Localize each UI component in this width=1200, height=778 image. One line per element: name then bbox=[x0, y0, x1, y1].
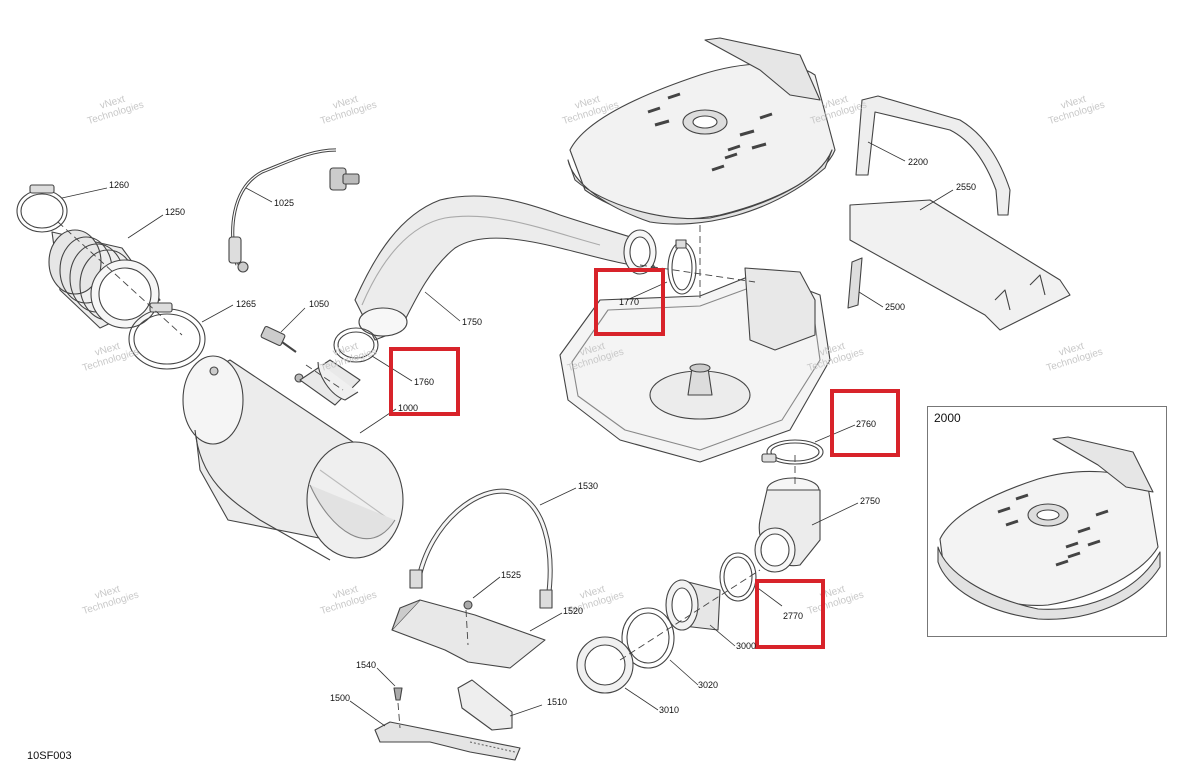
clamp-1265 bbox=[128, 302, 206, 370]
callout-2770: 2770 bbox=[783, 611, 804, 621]
inset-label: 2000 bbox=[934, 411, 961, 425]
callout-1760: 1760 bbox=[414, 377, 435, 387]
highlight-box-2760 bbox=[830, 389, 900, 457]
nozzle-3000 bbox=[665, 579, 721, 631]
shield-2550 bbox=[849, 199, 1071, 331]
callout-2500: 2500 bbox=[885, 302, 906, 312]
callout-1260: 1260 bbox=[109, 180, 130, 190]
callout-1250: 1250 bbox=[165, 207, 186, 217]
highlight-box-1760 bbox=[389, 347, 460, 416]
clamp-2760 bbox=[761, 439, 824, 465]
fastener-1525 bbox=[463, 600, 473, 610]
screw-1540 bbox=[393, 687, 403, 701]
strap-2200 bbox=[855, 95, 1011, 216]
bracket-2500 bbox=[847, 257, 863, 309]
inset-airbox-drawing bbox=[937, 436, 1161, 620]
ring-3020 bbox=[621, 607, 675, 669]
figure-code: 10SF003 bbox=[27, 750, 72, 762]
highlight-box-2770 bbox=[755, 579, 825, 649]
callout-3020: 3020 bbox=[698, 680, 719, 690]
callout-2760: 2760 bbox=[856, 419, 877, 429]
sensor-1025 bbox=[228, 148, 360, 273]
clamp-1760 bbox=[317, 327, 379, 401]
callout-1000: 1000 bbox=[398, 403, 419, 413]
mount-1500 bbox=[374, 721, 521, 761]
callout-3000: 3000 bbox=[736, 641, 757, 651]
strap-1530 bbox=[409, 488, 553, 609]
callout-2550: 2550 bbox=[956, 182, 977, 192]
flange-3010 bbox=[576, 636, 634, 694]
boot-1250 bbox=[48, 229, 161, 329]
callout-1520: 1520 bbox=[563, 606, 584, 616]
callout-1770: 1770 bbox=[619, 297, 640, 307]
airbox-base bbox=[559, 267, 831, 463]
airbox-cover bbox=[567, 37, 836, 225]
elbow-2750 bbox=[754, 477, 821, 573]
callout-1050: 1050 bbox=[309, 299, 330, 309]
callout-1025: 1025 bbox=[274, 198, 295, 208]
clamp-2770 bbox=[719, 552, 757, 602]
callout-1530: 1530 bbox=[578, 481, 599, 491]
callout-1540: 1540 bbox=[356, 660, 377, 670]
duct-1750 bbox=[354, 195, 657, 341]
bracket-1520 bbox=[391, 599, 546, 669]
callout-2750: 2750 bbox=[860, 496, 881, 506]
muffler-1000 bbox=[182, 355, 404, 561]
clamp-1770 bbox=[667, 239, 697, 295]
highlight-box-1770 bbox=[594, 268, 665, 336]
clip-1510 bbox=[457, 679, 513, 731]
inset-assembly-2000: 2000 bbox=[927, 406, 1167, 637]
sensor-1050 bbox=[260, 326, 304, 383]
callout-1500: 1500 bbox=[330, 693, 351, 703]
callout-1525: 1525 bbox=[501, 570, 522, 580]
callout-1750: 1750 bbox=[462, 317, 483, 327]
callout-3010: 3010 bbox=[659, 705, 680, 715]
callout-1510: 1510 bbox=[547, 697, 568, 707]
clamp-1260 bbox=[16, 184, 68, 233]
callout-1265: 1265 bbox=[236, 299, 257, 309]
callout-2200: 2200 bbox=[908, 157, 929, 167]
